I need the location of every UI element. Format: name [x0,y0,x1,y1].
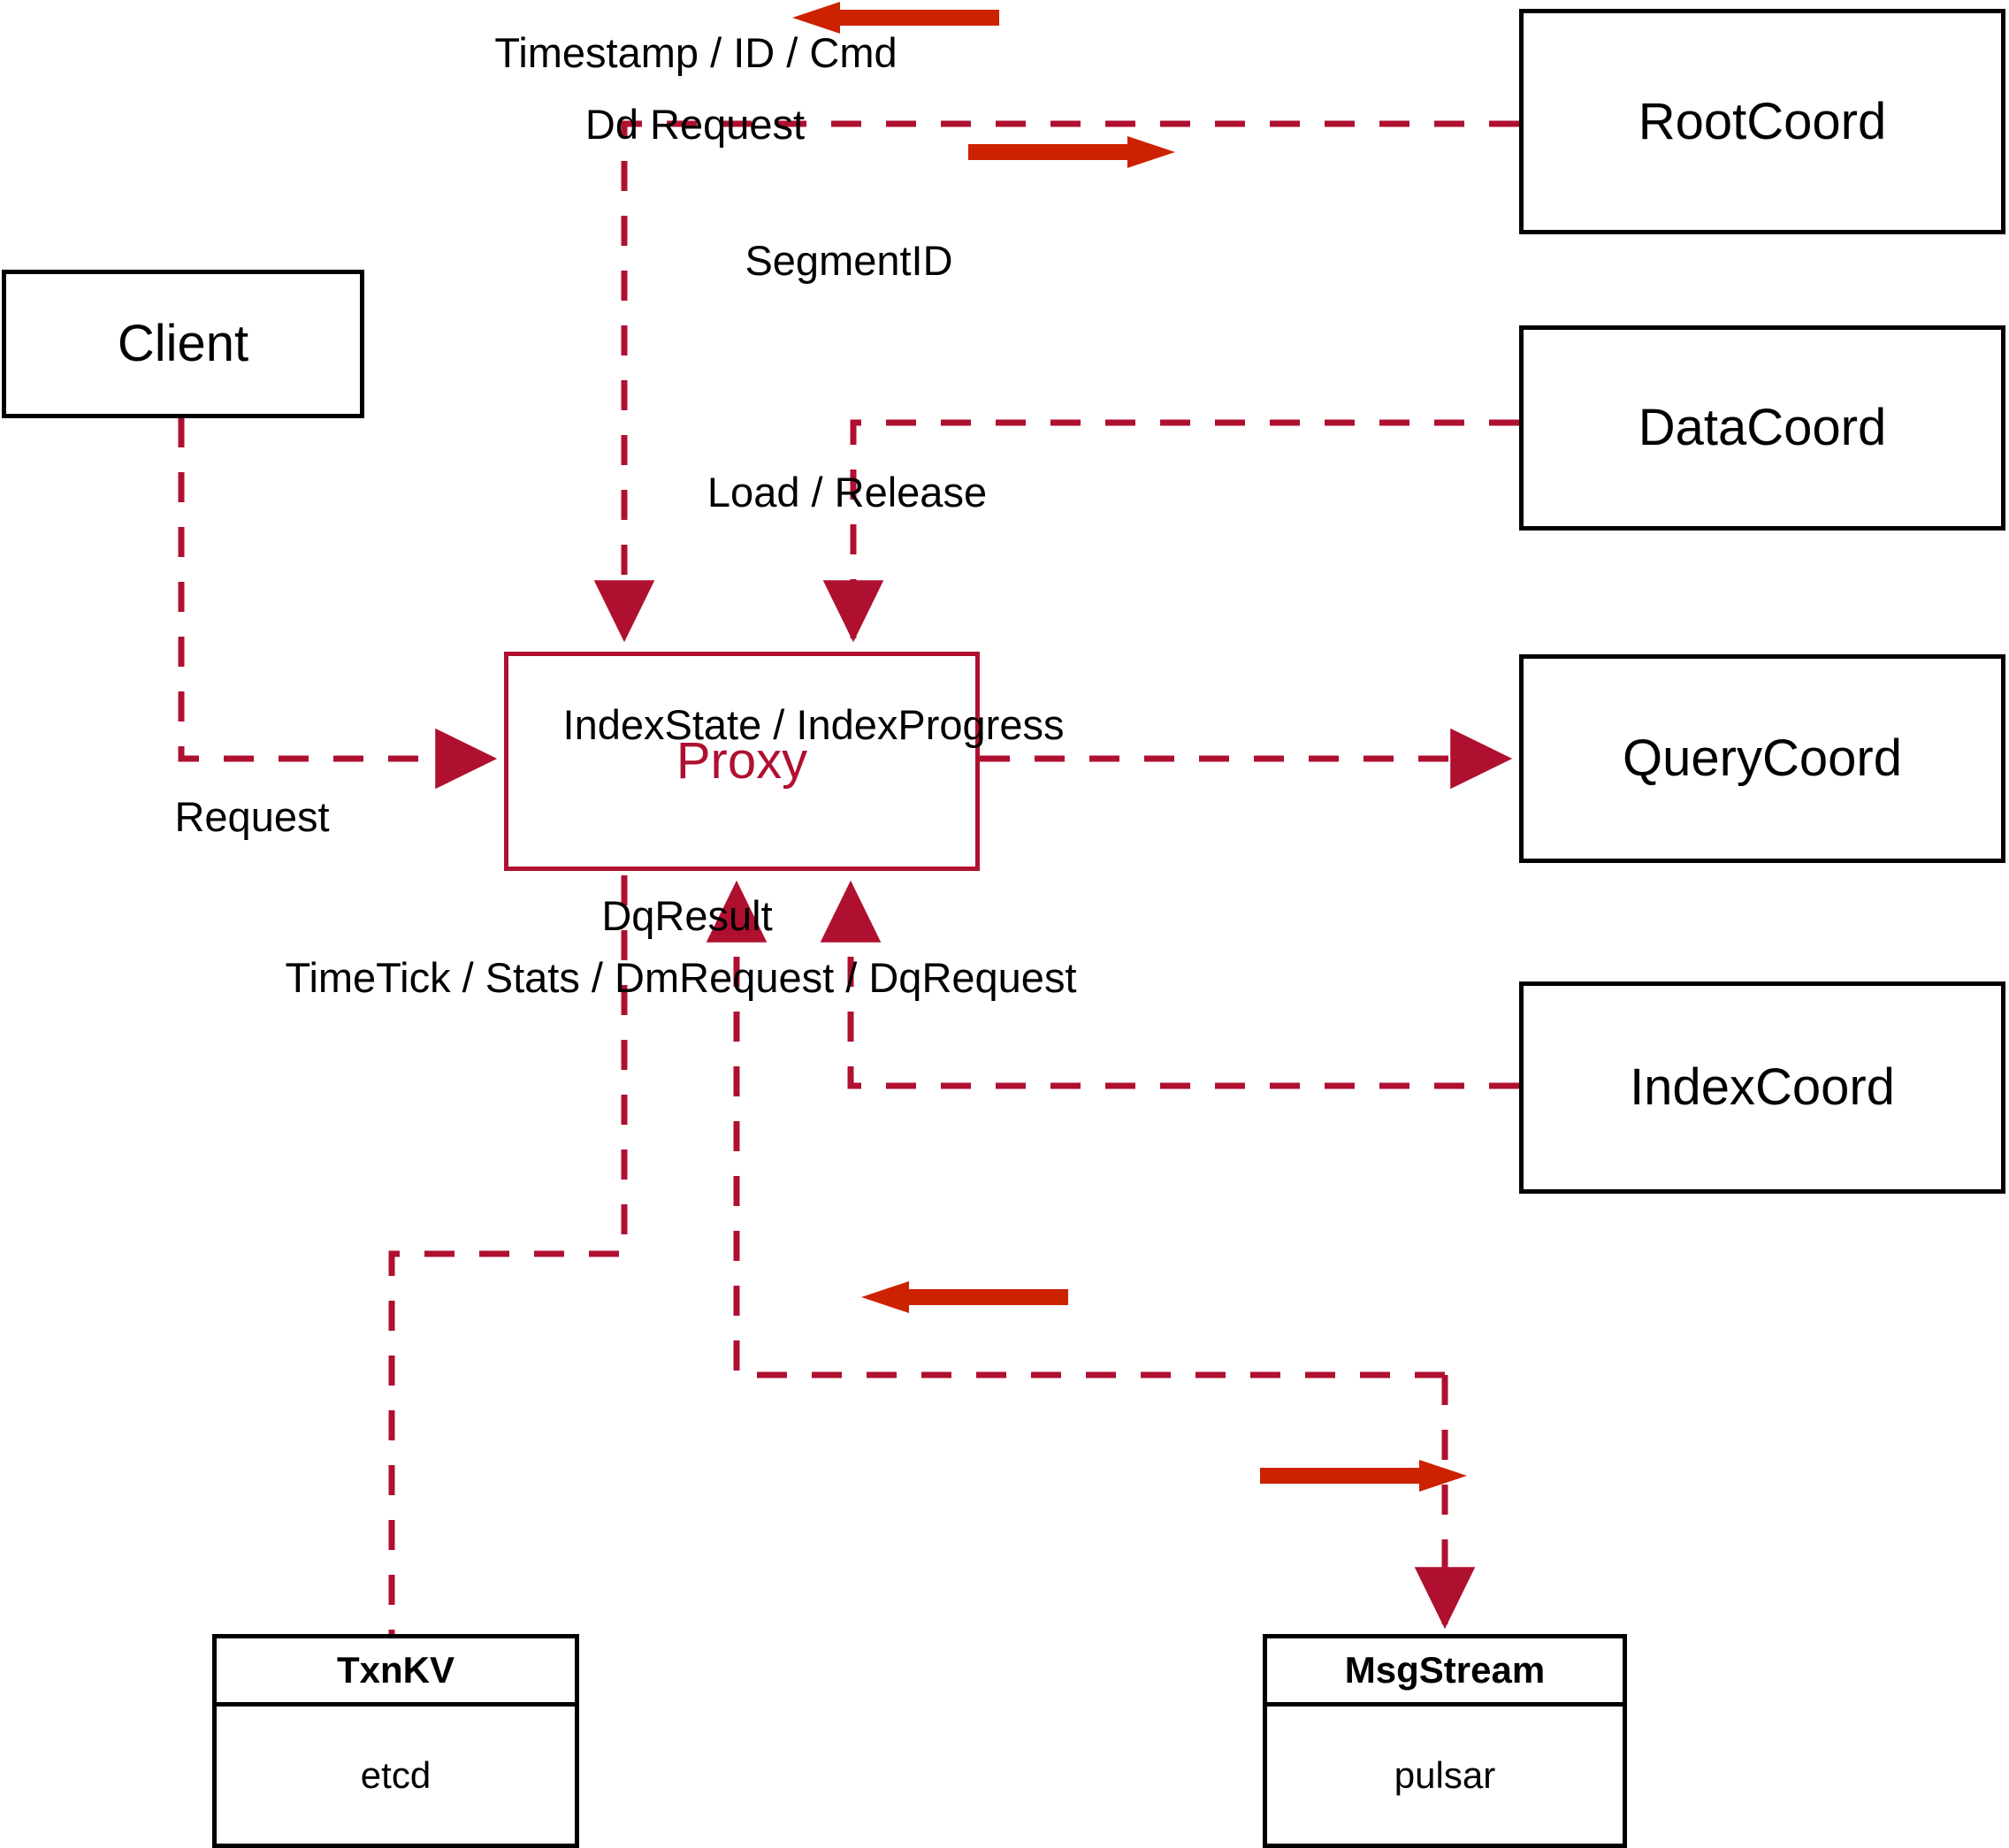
store-txnkv[interactable]: TxnKV etcd [212,1634,579,1848]
node-datacoord[interactable]: DataCoord [1519,325,2005,531]
direction-arrows [792,2,1467,1492]
edge-label-timestamp-id-cmd: Timestamp / ID / Cmd [494,29,898,76]
edge-label-timetick-stats: TimeTick / Stats / DmRequest / DqRequest [285,954,1077,1001]
node-proxy-label: Proxy [676,732,808,790]
edge-label-request: Request [174,793,330,840]
node-rootcoord-label: RootCoord [1638,92,1887,150]
node-querycoord-label: QueryCoord [1623,729,1902,787]
arrow-right-timetick [1260,1460,1467,1492]
edge-proxy-to-txnkv [388,875,628,1634]
node-rootcoord[interactable]: RootCoord [1519,9,2005,234]
edge-msgstream-to-proxy [706,880,1445,1378]
store-msgstream-title: MsgStream [1267,1638,1623,1707]
node-indexcoord[interactable]: IndexCoord [1519,981,2005,1194]
edge-label-dd-request: Dd Request [584,101,806,148]
store-txnkv-title: TxnKV [217,1638,575,1707]
node-indexcoord-label: IndexCoord [1630,1058,1895,1116]
edge-label-index-state-progress: IndexState / IndexProgress [562,701,1065,748]
edge-client-to-proxy [178,417,498,790]
edge-datacoord-to-proxy [822,419,1519,643]
edge-label-load-release: Load / Release [707,469,988,515]
store-msgstream[interactable]: MsgStream pulsar [1263,1634,1627,1848]
node-querycoord[interactable]: QueryCoord [1519,654,2005,863]
edge-indexcoord-to-proxy [820,880,1519,1089]
node-client-label: Client [117,315,249,372]
edge-rootcoord-to-proxy [593,120,1519,643]
store-txnkv-impl: etcd [360,1753,432,1796]
node-proxy[interactable]: Proxy [504,652,980,871]
arrow-left-dq-result [861,1281,1068,1313]
node-datacoord-label: DataCoord [1638,399,1887,456]
arrow-left-timestamp [792,2,999,34]
arrow-right-dd-request [968,136,1175,168]
edge-label-dq-result: DqResult [601,892,773,939]
node-client[interactable]: Client [2,270,364,418]
edge-label-segment-id: SegmentID [745,237,953,284]
store-msgstream-impl: pulsar [1394,1753,1496,1796]
